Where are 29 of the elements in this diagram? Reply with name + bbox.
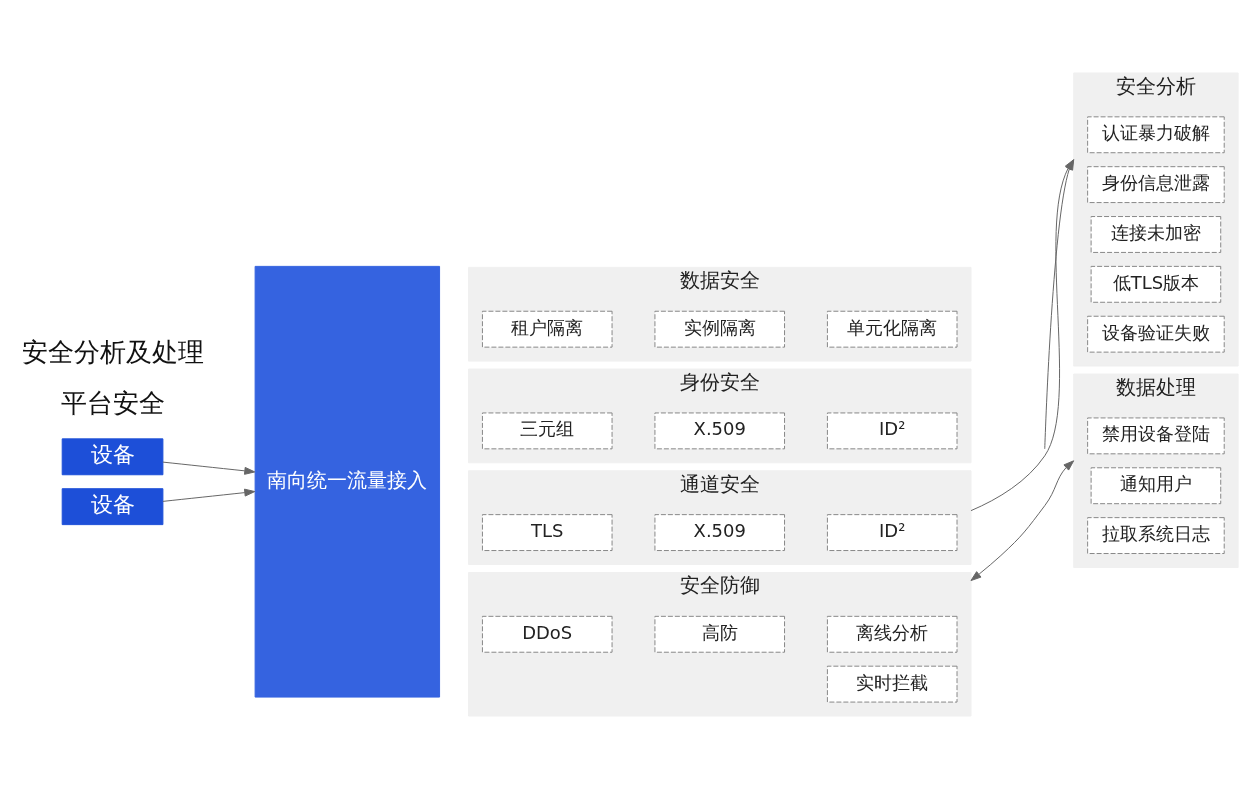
node-box: 南向统一流量接入 (254, 265, 441, 698)
label: 安全分析及处理 (21, 336, 204, 367)
node-box: 低TLS版本 (1090, 265, 1222, 303)
node-box: 设备 (61, 487, 164, 525)
node-box: 设备 (61, 437, 164, 475)
node-box: 认证暴力破解 (1087, 115, 1225, 153)
arrow (970, 459, 1075, 581)
node-box: 单元化隔离 (826, 310, 958, 348)
node-box: 设备验证失败 (1087, 315, 1225, 353)
node-box: 租户隔离 (481, 310, 613, 348)
node-box: TLS (481, 513, 613, 551)
node-box: 三元组 (481, 411, 613, 449)
node-box: ID² (826, 513, 958, 551)
node-box: X.509 (654, 513, 786, 551)
node-box: X.509 (654, 411, 786, 449)
node-box: 实时拦截 (826, 665, 958, 703)
node-box: 离线分析 (826, 615, 958, 653)
node-box: ID² (826, 411, 958, 449)
label: 平台安全 (60, 387, 165, 418)
node-box: 连接未加密 (1090, 215, 1222, 253)
arrow (162, 461, 256, 475)
arrow (162, 488, 256, 502)
node-box: 身份信息泄露 (1087, 165, 1225, 203)
node-box: 拉取系统日志 (1087, 516, 1225, 554)
node-box: 高防 (654, 615, 786, 653)
node-box: 实例隔离 (654, 310, 786, 348)
node-box: DDoS (481, 615, 613, 653)
node-box: 禁用设备登陆 (1087, 416, 1225, 454)
node-box: 通知用户 (1090, 466, 1222, 504)
